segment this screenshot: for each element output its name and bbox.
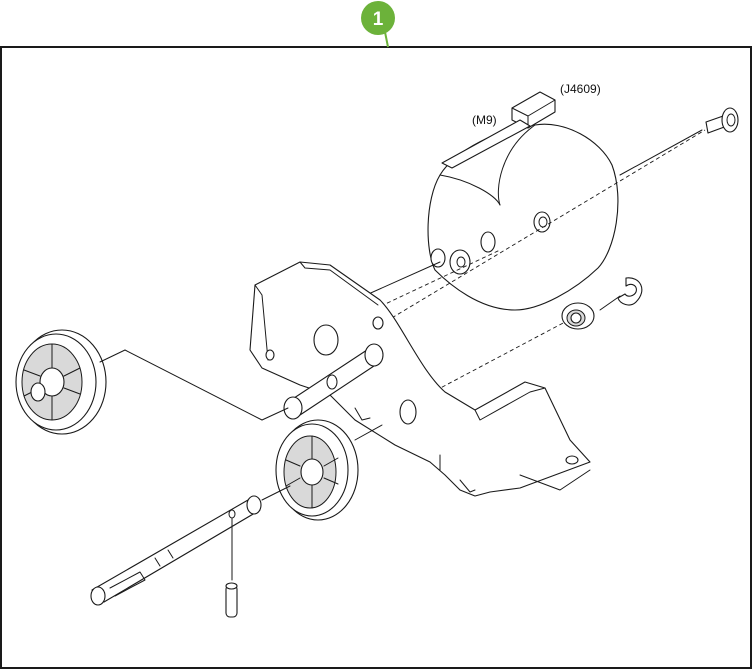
motor-label: (M9) <box>472 113 497 127</box>
bushing <box>562 303 594 329</box>
pin <box>226 518 237 617</box>
drive-shaft <box>91 486 290 605</box>
e-clip <box>618 278 642 305</box>
screw <box>706 108 738 133</box>
roller-left <box>16 330 106 434</box>
callout-number: 1 <box>373 9 384 30</box>
connector-label: (J4609) <box>560 82 601 96</box>
motor <box>428 92 618 310</box>
roller-right <box>276 420 358 520</box>
callout-badge: 1 <box>361 1 395 47</box>
